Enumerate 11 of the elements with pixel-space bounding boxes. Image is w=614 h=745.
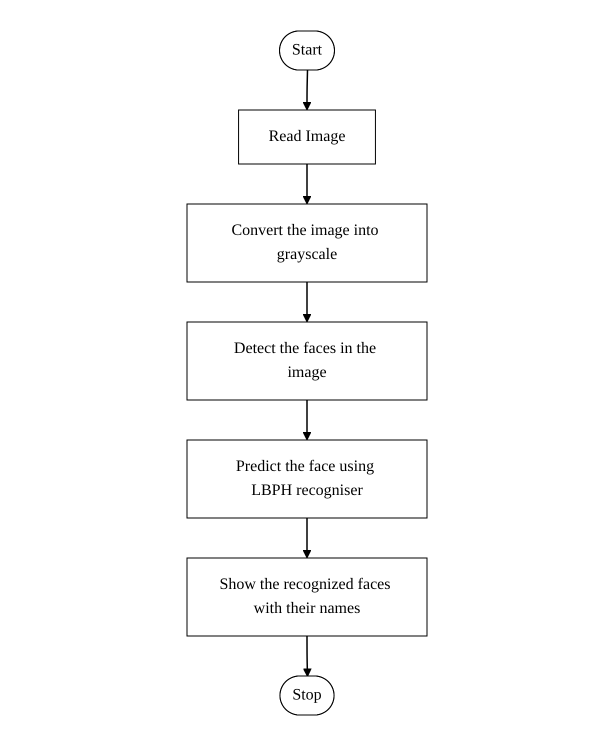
arrow	[302, 636, 312, 676]
arrow	[302, 70, 312, 110]
node-box: Convert the image into grayscale	[186, 203, 428, 282]
arrow	[302, 164, 312, 204]
node-box: Detect the faces in the image	[186, 321, 428, 400]
arrow	[302, 282, 312, 322]
node-box: Predict the face using LBPH recogniser	[186, 439, 428, 518]
arrow	[302, 518, 312, 558]
node-box: Show the recognized faces with their names	[186, 557, 428, 636]
node-box: Read Image	[238, 109, 376, 164]
arrow	[302, 400, 312, 440]
